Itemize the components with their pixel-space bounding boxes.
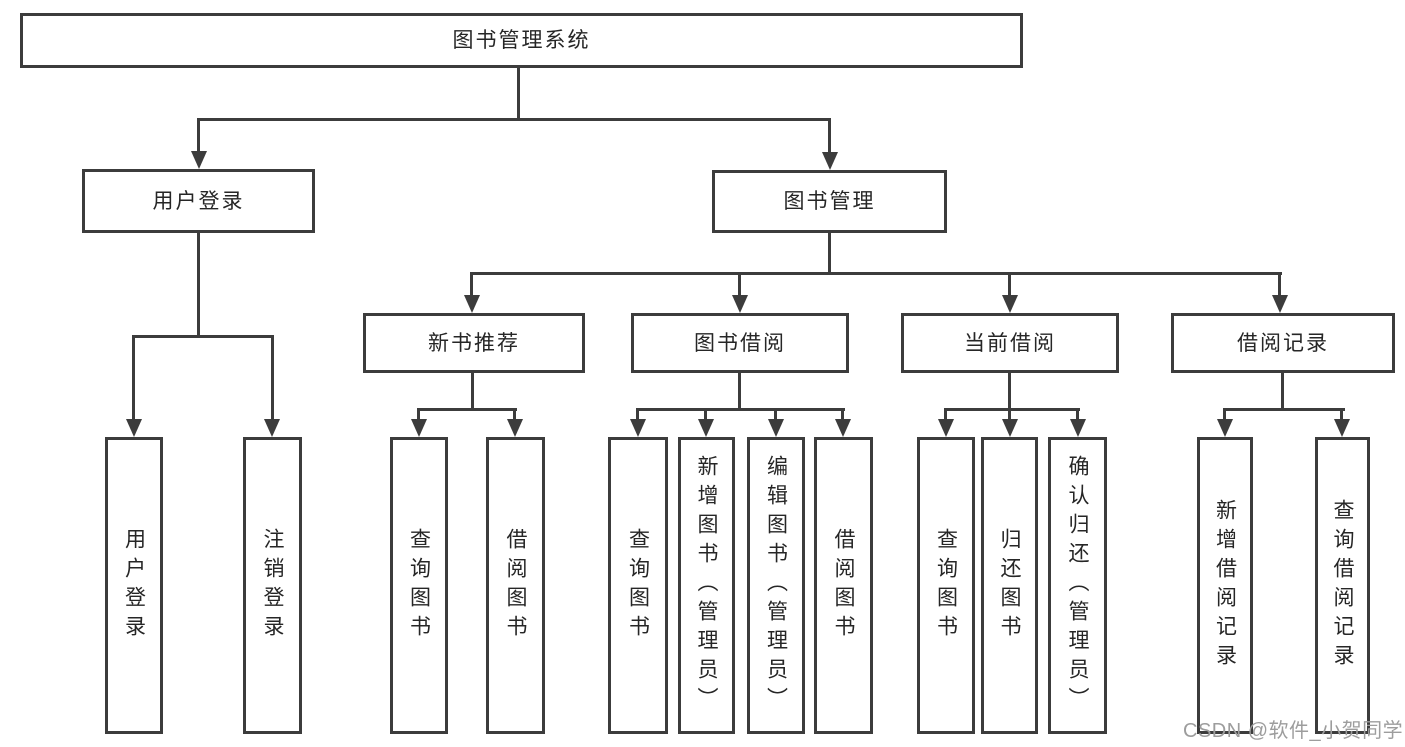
- arrowhead-down-icon: [264, 419, 280, 437]
- connector: [1008, 272, 1011, 296]
- connector: [1223, 408, 1345, 411]
- connector: [470, 272, 473, 296]
- connector: [774, 408, 777, 421]
- connector: [132, 335, 274, 338]
- node-current-borrowing-label: 当前借阅: [964, 331, 1056, 355]
- connector: [1223, 408, 1226, 421]
- connector: [1278, 272, 1281, 296]
- arrowhead-down-icon: [126, 419, 142, 437]
- node-user-login-module-label: 用户登录: [152, 189, 245, 213]
- leaf-query-borrow-record-label: 查询借阅记录: [1331, 498, 1354, 673]
- connector: [517, 68, 520, 120]
- leaf-logout: 注销登录: [243, 437, 302, 734]
- connector: [197, 118, 200, 153]
- node-book-borrowing-label: 图书借阅: [694, 331, 786, 355]
- leaf-borrow-books-2: 借阅图书: [814, 437, 873, 734]
- leaf-add-borrow-record: 新增借阅记录: [1197, 437, 1253, 734]
- watermark: CSDN @软件_小贺同学: [1183, 720, 1404, 742]
- node-borrowing-records: 借阅记录: [1171, 313, 1395, 373]
- arrowhead-down-icon: [1217, 419, 1233, 437]
- leaf-user-login-label: 用户登录: [122, 527, 146, 644]
- connector: [636, 408, 845, 411]
- arrowhead-down-icon: [1002, 419, 1018, 437]
- leaf-query-books-1-label: 查询图书: [407, 527, 431, 644]
- arrowhead-down-icon: [822, 152, 838, 170]
- connector: [132, 335, 135, 420]
- connector: [417, 408, 420, 421]
- connector: [197, 233, 200, 335]
- leaf-query-books-3-label: 查询图书: [934, 527, 958, 644]
- leaf-query-books-2-label: 查询图书: [626, 527, 650, 644]
- arrowhead-down-icon: [938, 419, 954, 437]
- connector: [944, 408, 1080, 411]
- connector: [828, 233, 831, 274]
- arrowhead-down-icon: [835, 419, 851, 437]
- connector: [1340, 408, 1343, 421]
- leaf-borrow-books-1-label: 借阅图书: [504, 527, 527, 644]
- node-borrowing-records-label: 借阅记录: [1237, 331, 1329, 355]
- node-root-system: 图书管理系统: [20, 13, 1023, 68]
- connector: [271, 335, 274, 420]
- connector: [738, 272, 741, 296]
- node-user-login-module: 用户登录: [82, 169, 315, 233]
- leaf-query-books-2: 查询图书: [608, 437, 668, 734]
- connector: [944, 408, 947, 421]
- node-current-borrowing: 当前借阅: [901, 313, 1119, 373]
- leaf-query-books-1: 查询图书: [390, 437, 448, 734]
- leaf-add-book-admin: 新增图书（管理员）: [678, 437, 735, 734]
- arrowhead-down-icon: [507, 419, 523, 437]
- leaf-confirm-return-admin-label: 确认归还（管理员）: [1066, 455, 1089, 716]
- node-new-book-recommend: 新书推荐: [363, 313, 585, 373]
- node-new-book-recommend-label: 新书推荐: [428, 331, 520, 355]
- leaf-borrow-books-1: 借阅图书: [486, 437, 545, 734]
- node-book-management: 图书管理: [712, 170, 947, 233]
- connector: [636, 408, 639, 421]
- connector: [471, 373, 474, 411]
- leaf-return-book-label: 归还图书: [998, 527, 1021, 644]
- arrowhead-down-icon: [630, 419, 646, 437]
- connector: [738, 373, 741, 411]
- leaf-return-book: 归还图书: [981, 437, 1038, 734]
- leaf-borrow-books-2-label: 借阅图书: [832, 527, 855, 644]
- connector: [1008, 373, 1011, 411]
- arrowhead-down-icon: [191, 151, 207, 169]
- arrowhead-down-icon: [1272, 295, 1288, 313]
- connector: [704, 408, 707, 421]
- leaf-logout-label: 注销登录: [261, 527, 284, 644]
- arrowhead-down-icon: [411, 419, 427, 437]
- connector: [1281, 373, 1284, 411]
- connector: [470, 272, 1282, 275]
- connector: [417, 408, 517, 411]
- connector: [1008, 408, 1011, 421]
- arrowhead-down-icon: [1334, 419, 1350, 437]
- arrowhead-down-icon: [698, 419, 714, 437]
- arrowhead-down-icon: [768, 419, 784, 437]
- arrowhead-down-icon: [1070, 419, 1086, 437]
- leaf-confirm-return-admin: 确认归还（管理员）: [1048, 437, 1107, 734]
- arrowhead-down-icon: [732, 295, 748, 313]
- connector: [841, 408, 844, 421]
- connector: [1076, 408, 1079, 421]
- leaf-query-books-3: 查询图书: [917, 437, 975, 734]
- arrowhead-down-icon: [1002, 295, 1018, 313]
- leaf-user-login: 用户登录: [105, 437, 163, 734]
- leaf-query-borrow-record: 查询借阅记录: [1315, 437, 1370, 734]
- connector: [197, 118, 831, 121]
- leaf-add-book-admin-label: 新增图书（管理员）: [695, 455, 718, 716]
- leaf-add-borrow-record-label: 新增借阅记录: [1213, 498, 1237, 673]
- leaf-edit-book-admin-label: 编辑图书（管理员）: [764, 455, 788, 716]
- arrowhead-down-icon: [464, 295, 480, 313]
- connector: [513, 408, 516, 421]
- node-root-system-label: 图书管理系统: [452, 29, 591, 52]
- node-book-borrowing: 图书借阅: [631, 313, 849, 373]
- connector: [828, 118, 831, 154]
- leaf-edit-book-admin: 编辑图书（管理员）: [747, 437, 805, 734]
- node-book-management-label: 图书管理: [783, 190, 876, 213]
